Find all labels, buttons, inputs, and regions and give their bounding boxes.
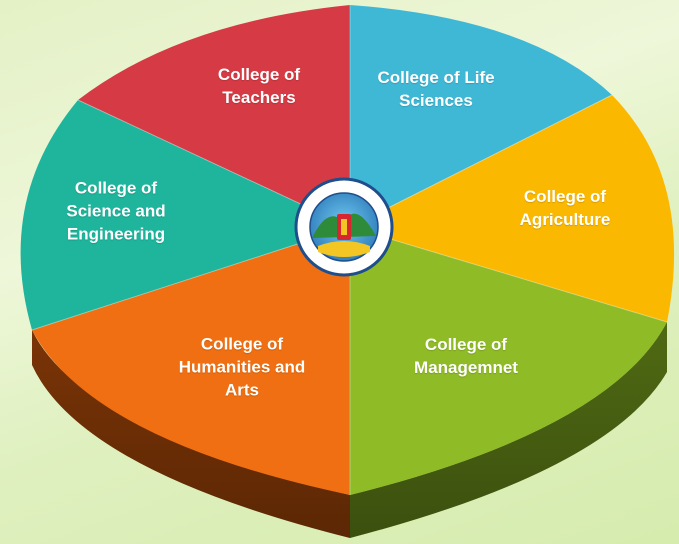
label-humanities-arts: College of Humanities and Arts [178, 334, 306, 400]
label-agriculture: College of Agriculture [519, 187, 611, 229]
segment-management[interactable] [350, 227, 667, 495]
university-seal-logo [294, 177, 394, 277]
segment-humanities-arts[interactable] [32, 227, 350, 495]
label-science-engineering: College of Science and Engineering [66, 178, 166, 244]
segment-teachers[interactable] [78, 5, 350, 227]
label-management: College of Managemnet [414, 335, 518, 377]
pie-side-left-shade [32, 330, 350, 538]
label-teachers: College of Teachers [217, 65, 301, 107]
segment-life-sciences[interactable] [350, 5, 612, 227]
segment-science-engineering[interactable] [20, 100, 350, 330]
label-life-sciences: College of Life Sciences [377, 68, 495, 110]
segment-agriculture[interactable] [350, 95, 675, 322]
pie-side-right-shade [350, 322, 667, 538]
